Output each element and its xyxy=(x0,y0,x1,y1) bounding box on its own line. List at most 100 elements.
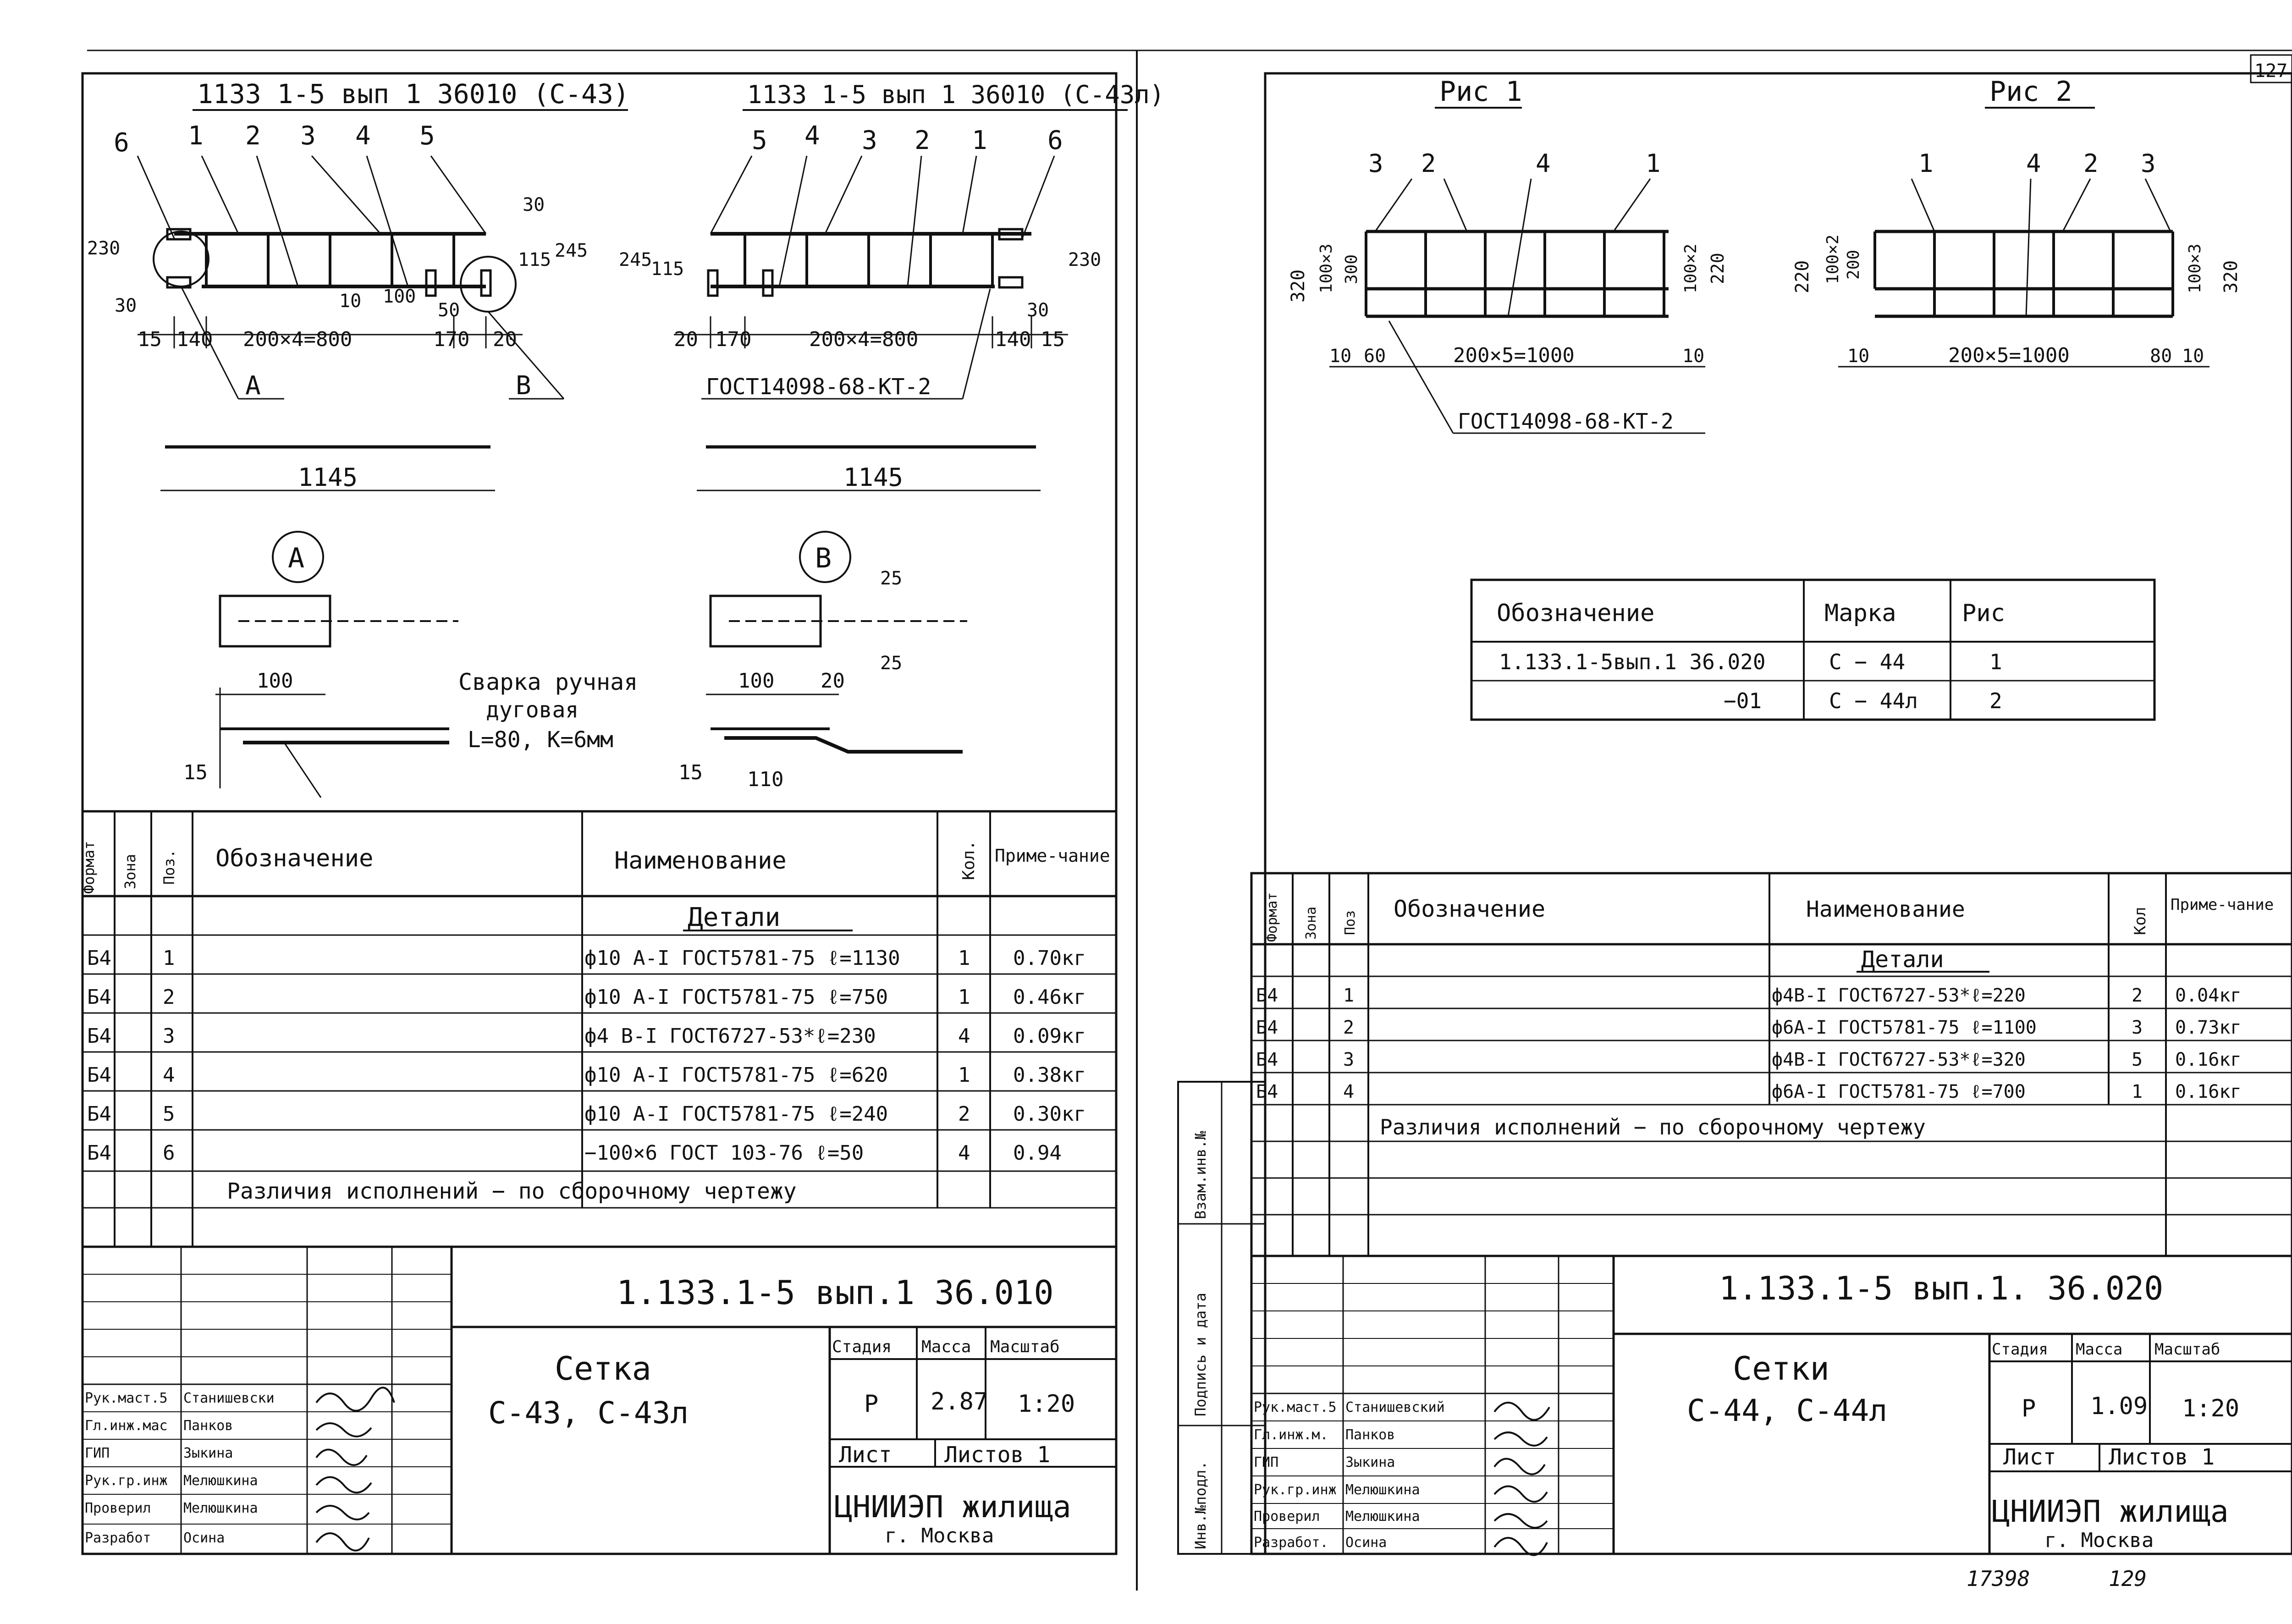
dim-label: 15 xyxy=(183,761,208,784)
dim-label: 170 xyxy=(433,328,469,351)
dim-label: 220 xyxy=(1708,253,1728,284)
dim-label: 10 xyxy=(2182,346,2204,367)
right-sheet-frame xyxy=(1264,72,2292,1555)
right-title-block xyxy=(1250,1255,2292,1555)
pos-leader xyxy=(1021,155,1055,239)
th-format: Формат xyxy=(1264,892,1280,942)
staff-role: Проверил xyxy=(85,1500,151,1516)
staff-name: Мелюшкина xyxy=(1345,1508,1420,1525)
right-title-block-text: 1.133.1-5 вып.1. 36.020 Сетки С-44, С-44… xyxy=(1254,1270,2239,1556)
mesh-c43-plate xyxy=(425,269,437,297)
dim-label: 200×4=800 xyxy=(809,328,918,351)
side-label: Инв.№подл. xyxy=(1192,1461,1209,1549)
mass-value: 2.87 xyxy=(931,1388,988,1415)
pos-leader xyxy=(366,155,409,287)
length-label: 1145 xyxy=(843,463,903,492)
pos-leader xyxy=(1374,178,1413,232)
pos-label: 1 xyxy=(972,126,987,155)
pos-label: 5 xyxy=(752,126,767,155)
staff-role: Разработ xyxy=(85,1530,151,1546)
table-footer-note: Различия исполнений − по сборочному черт… xyxy=(227,1178,797,1204)
mesh-c43l-plan xyxy=(674,155,1068,400)
cell-format: Б4 xyxy=(1256,1049,1278,1070)
staff-role: Рук.гр.инж xyxy=(85,1473,168,1489)
dim-label: 245 xyxy=(619,249,652,270)
doc-code: 1.133.1-5 вып.1. 36.020 xyxy=(1719,1270,2163,1307)
sheet-label: Лист xyxy=(2003,1444,2056,1470)
dim-label: 100 xyxy=(257,669,293,693)
cell-qty: 1 xyxy=(958,947,970,970)
dim-label: 300 xyxy=(1342,254,1361,284)
th-designation: Обозначение xyxy=(1394,896,1545,922)
pos-leader xyxy=(1507,178,1532,317)
footer-number-left: 17398 xyxy=(1967,1566,2030,1591)
page-number: 127 xyxy=(2254,61,2287,82)
stage-value: Р xyxy=(864,1390,878,1418)
pos-leader xyxy=(1613,178,1651,232)
pos-label: 2 xyxy=(915,126,930,155)
mesh-c43l-plate xyxy=(707,269,719,297)
pos-label: 4 xyxy=(355,121,371,151)
cell-name: ф4В-I ГОСТ6727-53*ℓ=320 xyxy=(1772,1049,2026,1070)
details: А В 100 15 Сварка ручная дуговая L=80, K… xyxy=(183,531,967,798)
staff-name: Мелюшкина xyxy=(183,1473,258,1489)
cell-pos: 5 xyxy=(163,1102,175,1126)
dim-label: 140 xyxy=(176,328,213,351)
right-side-strip: Инв.№подл. Подпись и дата Взам.инв.№ xyxy=(1177,1081,1266,1555)
dim-label: 230 xyxy=(1068,249,1101,270)
cell-note: 0.94 xyxy=(1013,1141,1062,1165)
cell-format: Б4 xyxy=(87,1063,111,1087)
pos-label: 1 xyxy=(188,121,204,151)
length-label: 1145 xyxy=(298,463,358,492)
dim-label: 10 xyxy=(1682,346,1704,367)
staff-name: Станишевски xyxy=(183,1390,275,1406)
staff-name: Панков xyxy=(183,1418,233,1434)
cell-format: Б4 xyxy=(87,947,111,970)
mesh-c43-plan xyxy=(137,155,565,400)
signature-image xyxy=(1493,1485,1548,1503)
mass-label: Масса xyxy=(2076,1340,2122,1359)
pos-label: 1 xyxy=(1918,149,1934,178)
cell-note: 0.16кг xyxy=(2175,1049,2242,1070)
th-qty: Кол. xyxy=(959,840,978,880)
doc-title-1: Сетка xyxy=(555,1350,651,1387)
mesh-c43l-plate xyxy=(998,276,1024,289)
pos-label: 2 xyxy=(245,121,261,151)
table-footer-note: Различия исполнений − по сборочному черт… xyxy=(1380,1115,1926,1140)
right-sheet: 127 Рис 1 Рис 2 3 2 4 1 200× xyxy=(1177,54,2292,1591)
staff-name: Зыкина xyxy=(1345,1454,1395,1470)
dim-label: 20 xyxy=(821,669,845,693)
cell-pos: 3 xyxy=(1343,1049,1354,1070)
cell-qty: 2 xyxy=(2132,985,2143,1006)
pos-leader xyxy=(710,155,753,234)
cell-name: ф10 А-I ГОСТ5781-75 ℓ=750 xyxy=(584,985,888,1009)
marks-th: Обозначение xyxy=(1497,600,1654,627)
fig1-mesh: 3 2 4 1 200×5=1000 10 60 10 320 100×3 30… xyxy=(1288,149,1728,434)
th-designation: Обозначение xyxy=(215,845,373,872)
dim-label: 60 xyxy=(1364,346,1386,367)
dim-label: 20 xyxy=(674,328,698,351)
dim-label: 15 xyxy=(678,761,703,784)
left-spec-table-text: Формат Зона Поз. Обозначение Наименовани… xyxy=(80,840,1110,1204)
gost-leader xyxy=(962,288,991,399)
pos-label: 3 xyxy=(300,121,316,151)
dim-label: 100 xyxy=(383,286,416,307)
dim-label: 10 xyxy=(1847,346,1869,367)
th-pos: Поз xyxy=(1342,910,1358,935)
cell-qty: 1 xyxy=(958,985,970,1009)
signature-image xyxy=(315,1422,372,1437)
detail-a-weld-leader xyxy=(283,742,322,798)
mesh-c43-plate xyxy=(480,269,492,297)
staff-role: Рук.маст.5 xyxy=(1254,1399,1337,1415)
pos-label: 3 xyxy=(862,126,877,155)
pos-label: 2 xyxy=(1421,149,1436,178)
mass-value: 1.09 xyxy=(2090,1393,2148,1420)
marks-cell: −01 xyxy=(1724,688,1762,713)
mesh-c43l-plate xyxy=(762,269,774,297)
signature-image xyxy=(1493,1402,1550,1421)
mesh-c43l-plate xyxy=(998,228,1024,241)
gost-leader xyxy=(1388,320,1454,434)
pos-leader xyxy=(1911,178,1935,232)
cell-qty: 4 xyxy=(958,1141,970,1165)
